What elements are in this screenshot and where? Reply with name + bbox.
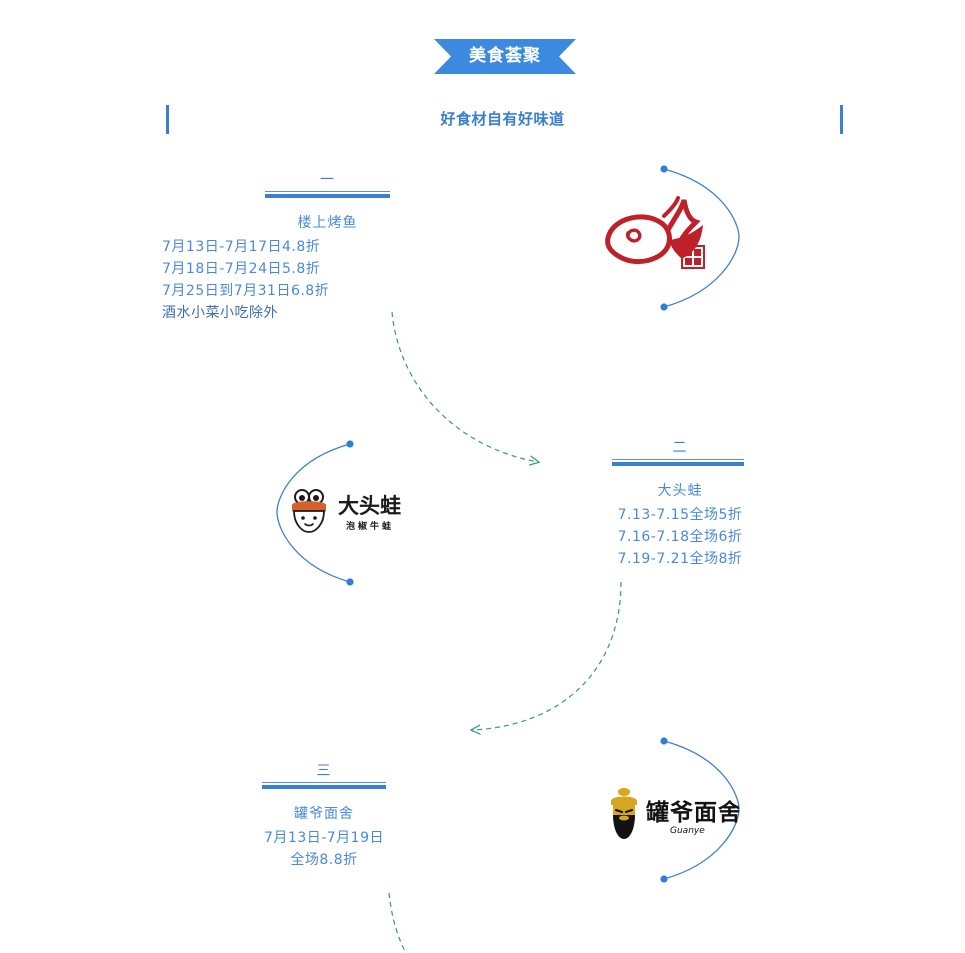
detail-line: 7月18日-7月24日5.8折: [162, 261, 321, 277]
fish-flame-tail-upper: [665, 199, 701, 245]
detail-line: 全场8.8折: [290, 852, 358, 868]
page-subtitle: 好食材自有好味道: [440, 110, 565, 128]
divider-thick-line: [262, 785, 386, 789]
fish-body: [605, 214, 672, 264]
bearded-man-mascot: [611, 788, 637, 839]
section-divider: [262, 782, 386, 789]
section-detail-lines: 7.13-7.15全场5折 7.16-7.18全场6折 7.19-7.21全场8…: [612, 504, 748, 570]
ribbon-shape: [434, 39, 576, 74]
arc-dot-top: [346, 440, 354, 448]
section-numeral: 三: [316, 763, 332, 779]
brand-seal: [681, 245, 705, 269]
section-title: 罐爷面舍: [294, 806, 354, 822]
section-title: 楼上烤鱼: [297, 215, 358, 231]
promo-section-2: 二 大头蛙 7.13-7.15全场5折 7.16-7.18全场6折 7.19-7…: [612, 440, 748, 570]
loushang-kaoyu-logo: [598, 190, 718, 285]
noodle-logo-arc: [655, 735, 745, 885]
detail-line: 7.16-7.18全场6折: [617, 529, 743, 545]
section-detail-lines: 7月13日-7月19日 全场8.8折: [262, 827, 386, 871]
detail-line: 7月13日-7月19日: [264, 830, 384, 846]
fish-eye-swirl: [625, 228, 642, 243]
arc-path: [663, 168, 740, 308]
arc-dot-top: [660, 737, 668, 745]
arc-dot-bottom: [346, 578, 354, 586]
divider-thin-line: [612, 459, 744, 460]
arc-dot-bottom: [660, 303, 668, 311]
noodle-brand-name: 罐爷面舍: [645, 799, 739, 826]
frog-mascot: [292, 489, 326, 533]
frog-brand-name: 大头蛙: [338, 494, 401, 518]
subtitle-row: 好食材自有好味道: [0, 105, 965, 137]
divider-thin-line: [262, 782, 386, 783]
banner-title: 美食荟聚: [469, 46, 541, 66]
frog-logo-arc: [272, 438, 362, 588]
arc-dot-bottom: [660, 875, 668, 883]
right-accent-bar: [840, 105, 843, 134]
guanye-mianshe-logo: 罐爷面舍 Guanye: [604, 785, 741, 843]
divider-thin-line: [265, 191, 390, 192]
detail-line: 7.19-7.21全场8折: [617, 551, 743, 567]
detail-line: 酒水小菜小吃除外: [162, 305, 278, 321]
arc-dot-top: [660, 165, 668, 173]
section-numeral: 二: [672, 440, 688, 456]
divider-thick-line: [265, 194, 390, 198]
section-divider: [612, 459, 744, 466]
fish-fin: [662, 196, 680, 218]
banner-ribbon: 美食荟聚: [434, 39, 576, 74]
fish-logo-arc: [655, 163, 745, 313]
arrow-section3-trailing: [388, 892, 407, 953]
arrow-section2-to-section3: [472, 581, 622, 730]
arrow-section1-to-section2: [391, 311, 538, 462]
section-detail-lines: 7月13日-7月17日4.8折 7月18日-7月24日5.8折 7月25日到7月…: [160, 236, 390, 324]
detail-line: 7.13-7.15全场5折: [617, 507, 743, 523]
detail-line: 7月13日-7月17日4.8折: [162, 239, 321, 255]
noodle-brand-latin: Guanye: [670, 826, 705, 836]
arc-path: [663, 740, 740, 880]
arc-path: [276, 443, 351, 583]
promo-section-3: 三 罐爷面舍 7月13日-7月19日 全场8.8折: [262, 763, 386, 871]
promo-section-1: 一 楼上烤鱼 7月13日-7月17日4.8折 7月18日-7月24日5.8折 7…: [160, 172, 390, 324]
divider-thick-line: [612, 462, 744, 466]
frog-brand-subtitle: 泡椒牛蛙: [346, 520, 394, 532]
datouwa-logo: 大头蛙 泡椒牛蛙: [290, 487, 415, 537]
section-title: 大头蛙: [657, 483, 703, 499]
detail-line: 7月25日到7月31日6.8折: [162, 283, 330, 299]
section-numeral: 一: [320, 172, 335, 188]
left-accent-bar: [166, 105, 169, 134]
section-divider: [265, 191, 390, 198]
